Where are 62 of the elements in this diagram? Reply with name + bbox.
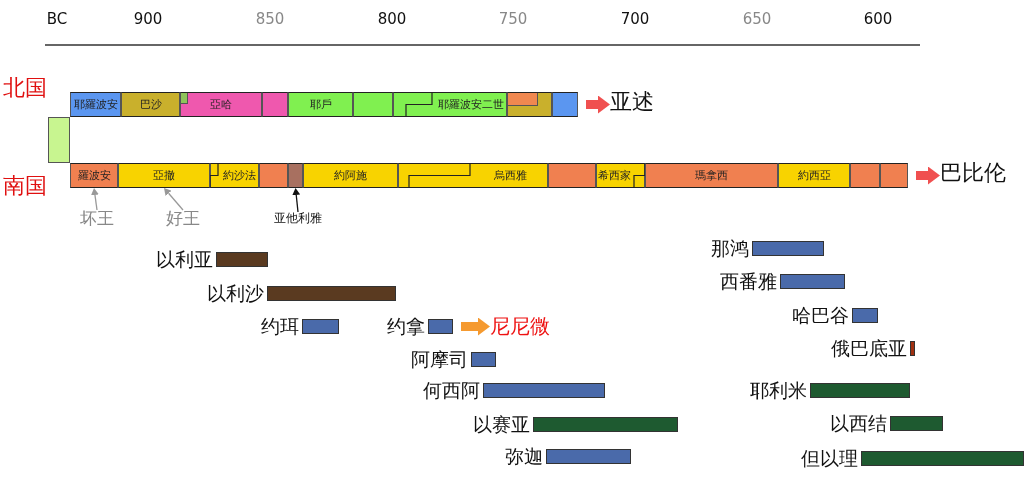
- arrow: [461, 317, 490, 336]
- leader-line: [164, 188, 184, 211]
- reign-bar-segment: [353, 92, 393, 117]
- prophet-name: 以利沙: [207, 284, 264, 303]
- prophet-name: 弥迦: [505, 447, 543, 466]
- king-label: 坏王: [80, 210, 114, 227]
- reign-bar-segment: 約西亞: [778, 163, 850, 188]
- year-label: 800: [377, 12, 407, 27]
- prophet-name: 但以理: [801, 449, 858, 468]
- prophet-name: 约珥: [261, 317, 299, 336]
- reign-bar-segment: 約沙法: [210, 163, 259, 188]
- reign-bar-segment: 耶戶: [288, 92, 353, 117]
- year-label: 850: [255, 12, 285, 27]
- king-label: 好王: [166, 210, 200, 227]
- prophet-name: 阿摩司: [411, 350, 468, 369]
- reign-bar-segment: [880, 163, 908, 188]
- king-label: 亚他利雅: [274, 212, 322, 224]
- leader-line: [91, 188, 99, 211]
- reign-bar-segment: 耶羅波安: [70, 92, 121, 117]
- reign-bar-segment: [850, 163, 880, 188]
- arrow: [916, 166, 940, 185]
- reign-bar-segment: [507, 92, 552, 117]
- reign-bar-segment: [508, 93, 538, 106]
- year-label: BC: [46, 12, 68, 27]
- prophet-name: 那鸿: [711, 239, 749, 258]
- reign-bar-segment: [548, 163, 596, 188]
- place-name: 尼尼微: [490, 316, 550, 336]
- reign-bar-segment: 希西家: [596, 163, 645, 188]
- prophet-name: 西番雅: [720, 272, 777, 291]
- prophet-name: 以赛亚: [473, 415, 530, 434]
- reign-bar-segment: 羅波安: [70, 163, 118, 188]
- reign-bar-segment: [262, 92, 288, 117]
- year-label: 700: [620, 12, 650, 27]
- prophet-name: 哈巴谷: [792, 306, 849, 325]
- place-name: 巴比伦: [940, 162, 1006, 184]
- year-label: 600: [863, 12, 893, 27]
- year-label: 750: [498, 12, 528, 27]
- prophet-name: 何西阿: [423, 381, 480, 400]
- year-label: 650: [742, 12, 772, 27]
- reign-bar-segment: 巴沙: [121, 92, 180, 117]
- reign-bar-segment: [181, 93, 188, 104]
- year-label: 900: [133, 12, 163, 27]
- place-name: 亚述: [610, 91, 654, 113]
- reign-bar-segment: [552, 92, 578, 117]
- reign-bar-segment: [288, 163, 303, 188]
- reign-bar-segment: 亞哈: [180, 92, 262, 117]
- reign-bar-segment: [48, 117, 70, 163]
- reign-bar-segment: 烏西雅: [398, 163, 548, 188]
- prophet-name: 以利亚: [156, 250, 213, 269]
- reign-bar-segment: 亞撤: [118, 163, 210, 188]
- reign-bar-segment: 耶羅波安二世: [393, 92, 507, 117]
- reign-bar-segment: 約阿施: [303, 163, 398, 188]
- leader-line: [292, 188, 301, 213]
- prophet-name: 以西结: [830, 414, 887, 433]
- kingdom-label: 南国: [3, 175, 47, 197]
- prophet-name: 约拿: [387, 317, 425, 336]
- prophet-name: 耶利米: [750, 381, 807, 400]
- reign-bar-segment: [259, 163, 288, 188]
- arrow: [586, 95, 610, 114]
- prophet-name: 俄巴底亚: [831, 339, 907, 358]
- kingdom-label: 北国: [3, 77, 47, 99]
- reign-bar-segment: 瑪拿西: [645, 163, 778, 188]
